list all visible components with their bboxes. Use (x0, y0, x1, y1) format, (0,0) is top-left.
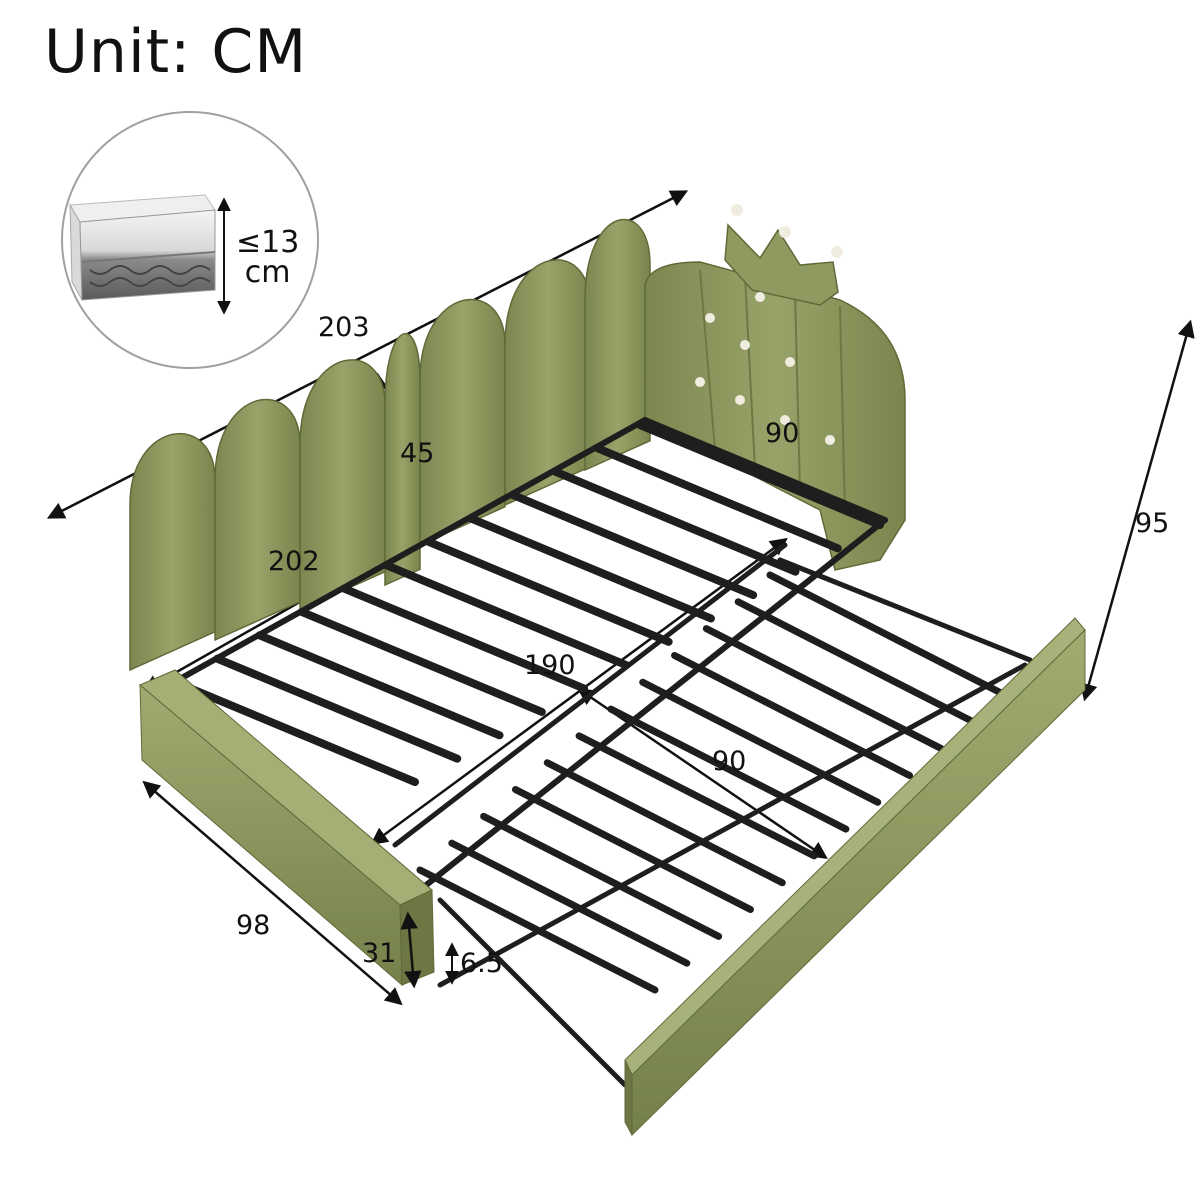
mattress-thickness-value: ≤13 (236, 225, 300, 260)
trundle-slat (575, 732, 818, 860)
frame-slat (424, 537, 673, 646)
dim-trundle-depth: 98 (236, 910, 271, 941)
dim-overall-length: 203 (318, 312, 370, 343)
tufting-buttons (695, 292, 835, 445)
headboard (644, 204, 906, 571)
backrest-panel (129, 432, 216, 672)
trundle-slat (607, 705, 850, 833)
trundle-slat (734, 598, 977, 726)
frame-slat (466, 514, 715, 623)
trundle-front-panel (624, 617, 1086, 1137)
trundle-rail (777, 557, 1033, 663)
frame-rail (417, 517, 888, 893)
frame-slat (382, 561, 631, 670)
trundle-slat (511, 786, 754, 914)
frame-slat (593, 444, 842, 553)
trundle-slat (702, 625, 945, 753)
trundle-rail (392, 542, 788, 848)
dim-overall-height: 95 (1135, 508, 1170, 539)
mattress-thickness-label: ≤13 cm (236, 228, 299, 288)
trundle-height-arrows (400, 911, 459, 989)
frame-slat (297, 607, 546, 716)
mattress-icon (69, 194, 216, 301)
backrest-panel (504, 259, 591, 507)
frame-slat (255, 631, 504, 740)
frame-slat (340, 584, 589, 693)
backrest-panel (214, 398, 301, 642)
metal-frame (157, 417, 1033, 1088)
trundle-slat (671, 651, 914, 779)
frame-slat (509, 491, 758, 600)
frame-rail (157, 417, 648, 693)
frame-slat (636, 421, 884, 529)
dim-inner-width: 90 (765, 418, 800, 449)
trundle-slat (543, 759, 786, 887)
trundle-slat (639, 678, 882, 806)
crown-ornament (724, 204, 843, 306)
dim-inner-length: 190 (524, 650, 576, 681)
trundle-rail (437, 897, 628, 1088)
dim-side-length: 202 (268, 546, 320, 577)
trundle-slat (416, 866, 659, 994)
backrest-panels (129, 218, 651, 672)
dim-backrest-height: 45 (400, 438, 435, 469)
trundle-slat (448, 839, 691, 967)
unit-title: Unit: CM (44, 17, 308, 87)
frame-slat (171, 678, 419, 786)
backrest-panel (584, 218, 651, 472)
frame-slat (551, 467, 800, 576)
mattress-thickness-unit: cm (244, 255, 291, 290)
trundle-slat (480, 812, 723, 940)
dim-trundle-clearance: 6.5 (460, 948, 503, 979)
dim-trundle-width: 90 (712, 746, 747, 777)
frame-slat (213, 654, 462, 763)
frame-rail (642, 417, 888, 523)
trundle-slat (766, 571, 1009, 699)
dim-trundle-height: 31 (362, 938, 397, 969)
